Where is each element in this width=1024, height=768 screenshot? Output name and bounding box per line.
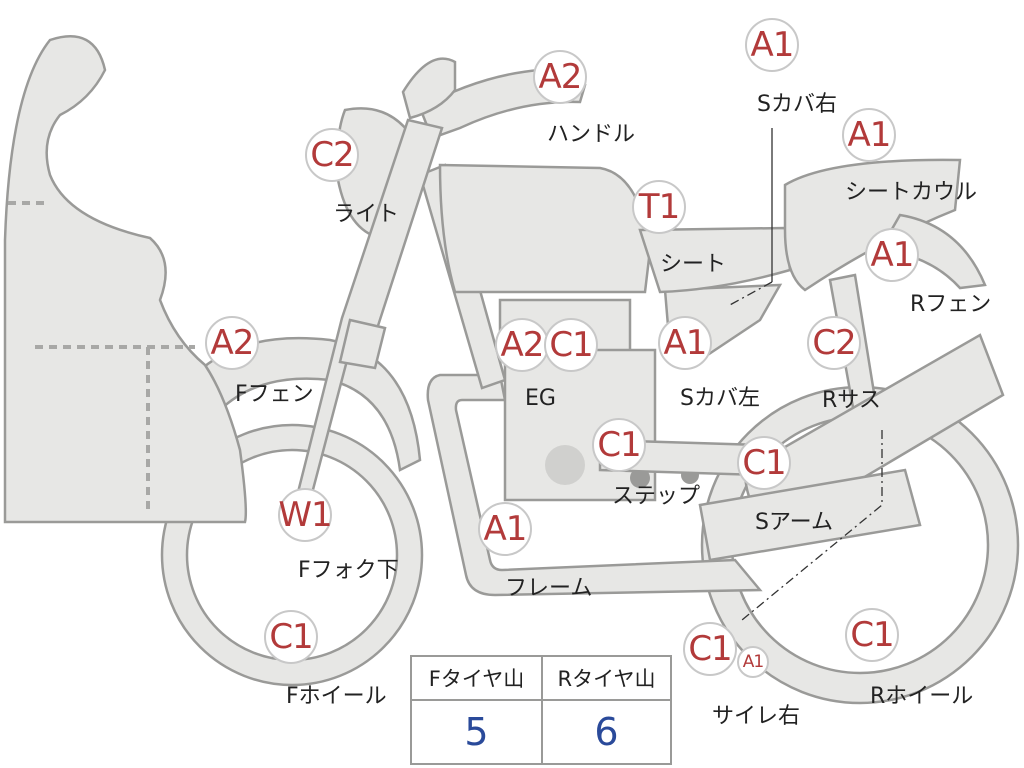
- label-s-cover-left: Sカバ左: [680, 386, 760, 411]
- label-light: ライト: [333, 202, 400, 227]
- grade-badge-f-wheel: C1: [264, 610, 318, 664]
- label-silencer-right: サイレ右: [712, 704, 801, 729]
- label-f-wheel: Fホイール: [286, 684, 387, 709]
- fairing-shape: [3, 35, 248, 524]
- fuel-tank-shape: [438, 163, 652, 294]
- grade-badge-s-cover-left: A1: [658, 316, 712, 370]
- grade-badge-silencer-right: C1: [683, 622, 737, 676]
- mirror-shape: [401, 57, 457, 120]
- grade-badge-frame: A1: [478, 502, 532, 556]
- grade-badge-r-suspension: C2: [807, 316, 861, 370]
- label-s-arm: Sアーム: [755, 510, 833, 535]
- silencer-leader: [741, 430, 883, 621]
- fork-boot-shape: [338, 318, 387, 370]
- grade-badge-silencer-right-secondary: A1: [737, 646, 769, 678]
- grade-badge-s-arm: C1: [737, 436, 791, 490]
- tire-header-rear: Rタイヤ山: [541, 657, 670, 701]
- label-handle: ハンドル: [547, 122, 636, 147]
- tire-value-rear: 6: [541, 701, 670, 763]
- frame-loop-shape: [426, 373, 763, 597]
- label-seat: シート: [660, 252, 727, 277]
- grade-badge-f-fork-lower: W1: [278, 488, 333, 542]
- front-fender-shape: [193, 336, 422, 472]
- label-seat-cowl: シートカウル: [845, 180, 978, 205]
- grade-badge-s-cover-right: A1: [745, 18, 799, 72]
- label-f-fender: Fフェン: [235, 382, 314, 407]
- label-s-cover-right: Sカバ右: [757, 92, 837, 117]
- label-frame: フレーム: [505, 576, 593, 601]
- grade-badge-engine-c: C1: [544, 318, 598, 372]
- grade-badge-step: C1: [592, 418, 646, 472]
- grade-badge-engine-a: A2: [495, 318, 549, 372]
- label-r-suspension: Rサス: [822, 388, 881, 413]
- grade-badge-r-wheel: C1: [845, 608, 899, 662]
- grade-badge-light: C2: [305, 128, 359, 182]
- grade-badge-r-fender: A1: [865, 228, 919, 282]
- tire-header-front: Fタイヤ山: [412, 657, 541, 701]
- label-r-fender: Rフェン: [910, 292, 992, 317]
- label-engine: EG: [525, 386, 556, 411]
- silencer-shape: [698, 468, 922, 562]
- grade-badge-seat-cowl: A1: [842, 108, 896, 162]
- label-f-fork-lower: Fフォク下: [298, 558, 399, 583]
- grade-badge-handle: A2: [533, 50, 587, 104]
- side-cover-right-leader-dash: [727, 281, 773, 307]
- tire-tread-table: Fタイヤ山 Rタイヤ山 5 6: [410, 655, 672, 765]
- label-r-wheel: Rホイール: [870, 684, 974, 709]
- tire-value-front: 5: [464, 710, 489, 754]
- label-step: ステップ: [612, 484, 701, 509]
- grade-badge-seat: T1: [632, 180, 686, 234]
- grade-badge-f-fender: A2: [205, 316, 259, 370]
